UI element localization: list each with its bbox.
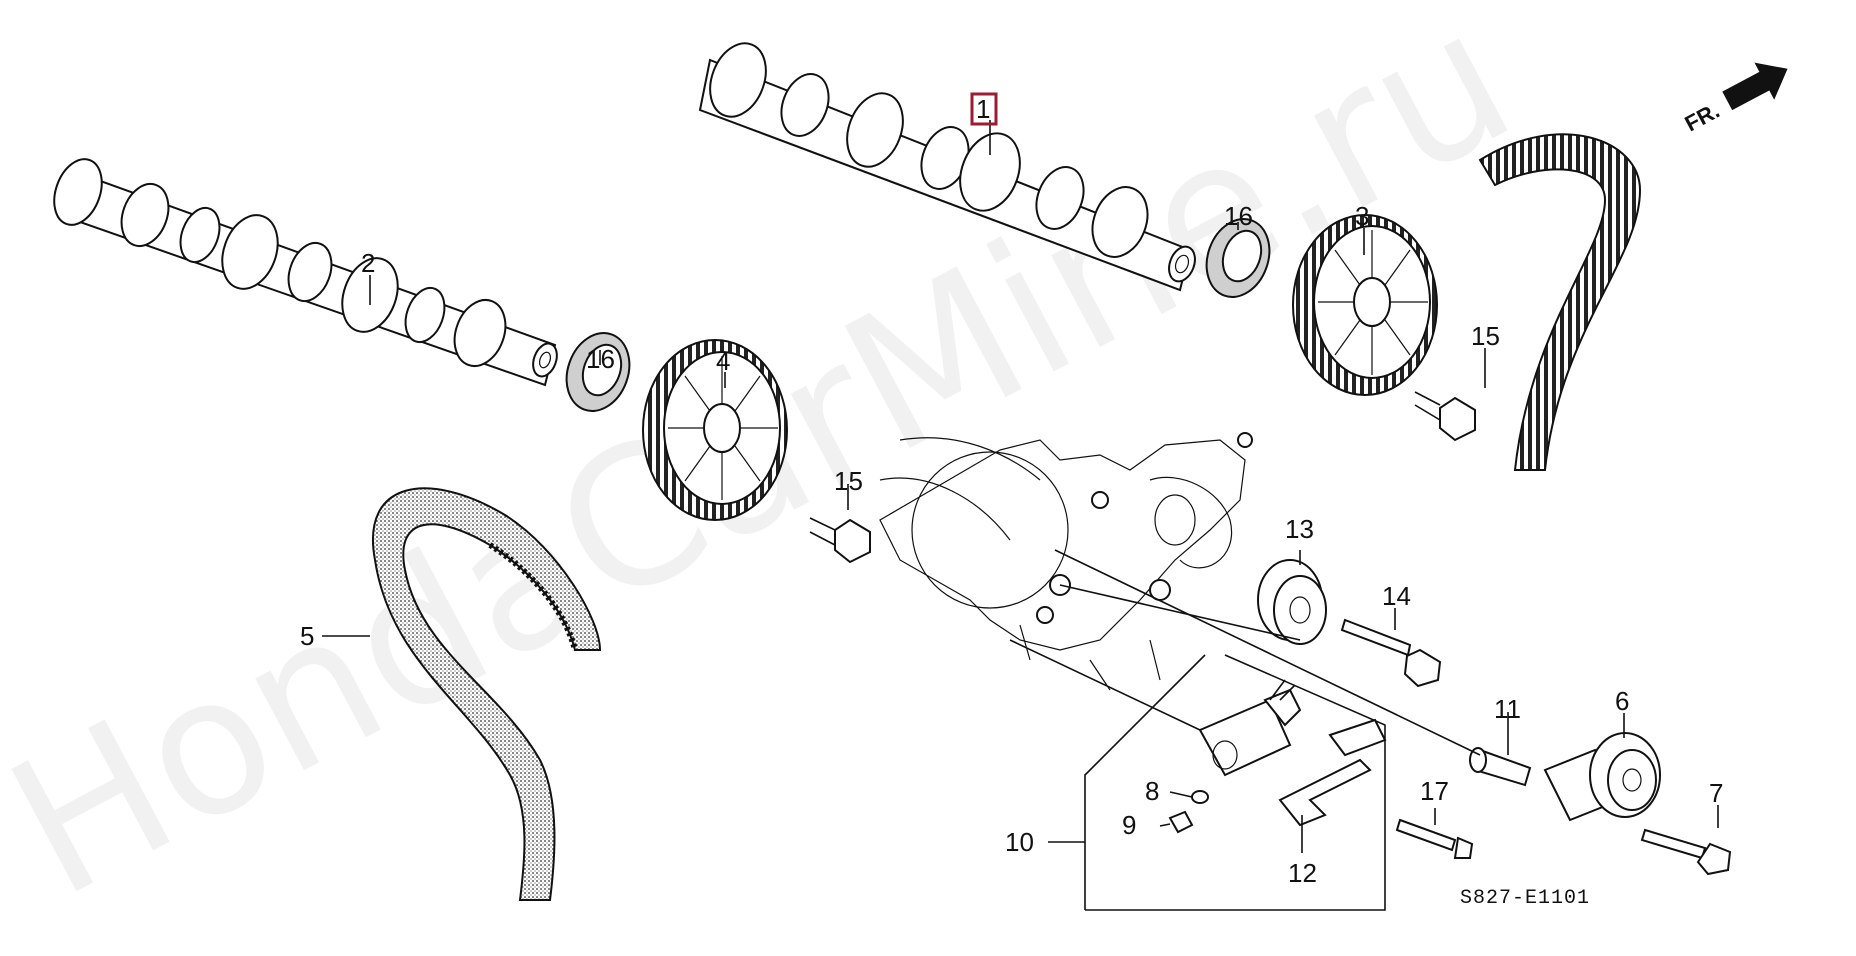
callout-7[interactable]: 7 bbox=[1709, 778, 1723, 808]
idler-pulley[interactable] bbox=[1257, 559, 1327, 645]
timing-belt[interactable] bbox=[372, 133, 1642, 901]
diagram-code: S827-E1101 bbox=[1460, 887, 1590, 910]
callout-17[interactable]: 17 bbox=[1420, 776, 1449, 806]
callout-9[interactable]: 9 bbox=[1122, 810, 1136, 840]
washer-8[interactable] bbox=[1191, 790, 1209, 804]
camshaft-upper[interactable] bbox=[698, 35, 1200, 292]
camshaft-pulley-upper[interactable] bbox=[1292, 214, 1438, 396]
tensioner-bracket[interactable] bbox=[1278, 718, 1387, 827]
front-label: FR. bbox=[1681, 98, 1724, 137]
bolt-9[interactable] bbox=[1168, 810, 1194, 834]
callout-2[interactable]: 2 bbox=[361, 248, 375, 278]
front-arrow-icon bbox=[1722, 62, 1788, 111]
collar-11[interactable] bbox=[1469, 747, 1532, 787]
pulley-bolt-upper[interactable] bbox=[1414, 391, 1476, 442]
callout-8[interactable]: 8 bbox=[1145, 776, 1159, 806]
bolt-17[interactable] bbox=[1395, 818, 1474, 859]
pulley-bolt-lower[interactable] bbox=[809, 517, 871, 564]
camshaft-pulley-lower[interactable] bbox=[642, 339, 788, 521]
callout-14[interactable]: 14 bbox=[1382, 581, 1411, 611]
callout-13[interactable]: 13 bbox=[1285, 514, 1314, 544]
idler-bolt[interactable] bbox=[1340, 618, 1442, 688]
bolt-7[interactable] bbox=[1640, 828, 1732, 876]
callout-10[interactable]: 10 bbox=[1005, 827, 1034, 857]
front-indicator: FR. bbox=[1681, 62, 1788, 137]
auto-tensioner[interactable] bbox=[1198, 679, 1302, 777]
callout-15-upper[interactable]: 15 bbox=[1471, 321, 1500, 351]
callout-1-highlight bbox=[970, 92, 998, 126]
oil-seal-lower[interactable] bbox=[556, 324, 640, 420]
callout-6[interactable]: 6 bbox=[1615, 686, 1629, 716]
callout-4[interactable]: 4 bbox=[716, 346, 730, 376]
callout-3[interactable]: 3 bbox=[1355, 201, 1369, 231]
callout-1[interactable]: 1 bbox=[976, 94, 990, 124]
tensioner-pulley[interactable] bbox=[1543, 732, 1661, 822]
callout-15-lower[interactable]: 15 bbox=[834, 466, 863, 496]
callout-12[interactable]: 12 bbox=[1288, 858, 1317, 888]
callout-16-lower[interactable]: 16 bbox=[586, 344, 615, 374]
oil-seal-upper[interactable] bbox=[1196, 210, 1280, 306]
callout-11[interactable]: 11 bbox=[1494, 694, 1521, 724]
callout-16-upper[interactable]: 16 bbox=[1224, 201, 1253, 231]
callout-5[interactable]: 5 bbox=[300, 621, 314, 651]
camshaft-lower[interactable] bbox=[46, 153, 561, 387]
leader-lines bbox=[322, 120, 1719, 853]
